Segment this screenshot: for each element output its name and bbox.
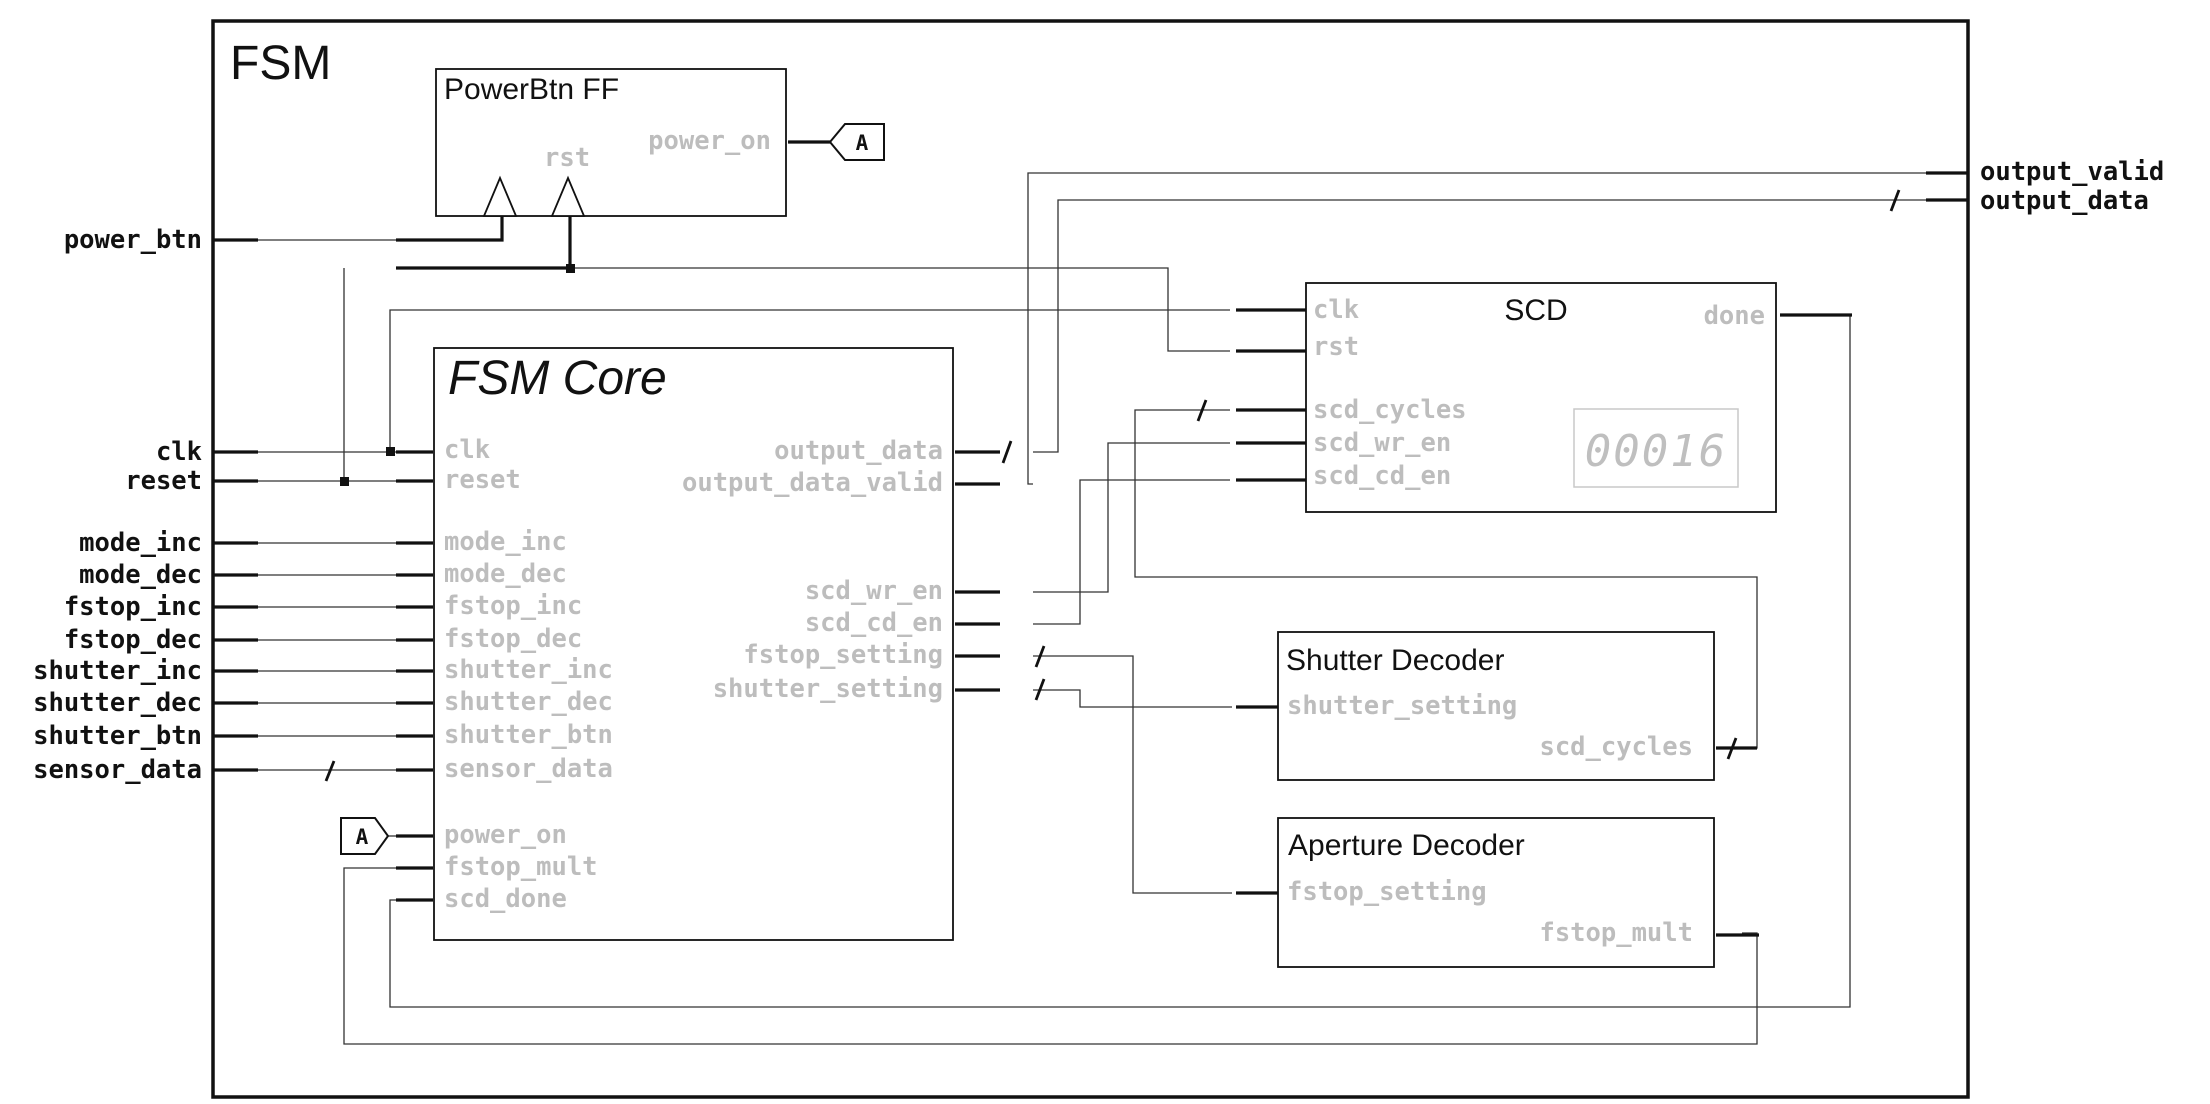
junctions [340,264,575,486]
shutter-decoder-out-scd-cycles: scd_cycles [1539,732,1693,762]
ext-in-mode-inc: mode_inc [79,528,202,558]
powerbtn-ff-title: PowerBtn FF [444,73,619,106]
bus-slash [1889,189,1901,212]
aperture-decoder-out-fstop-mult: fstop_mult [1539,918,1693,948]
bus-slash [324,760,336,782]
ext-in-fstop-inc: fstop_inc [64,592,202,622]
fsm-core-block: FSM Core clk reset mode_inc mode_dec fst… [433,347,954,941]
ext-in-mode-dec: mode_dec [79,560,202,590]
aperture-decoder-in-fstop-setting: fstop_setting [1287,877,1487,907]
offpage-connector-out-label: A [856,131,869,155]
fsm-core-in-shutter-dec: shutter_dec [444,687,613,717]
fsm-core-in-reset: reset [444,465,521,495]
fsm-core-out-scd-wr-en: scd_wr_en [805,576,943,606]
external-input-labels: power_btn clk reset mode_inc mode_dec fs… [33,225,202,785]
scd-port-rst: rst [1313,332,1359,362]
bus-slash [1726,737,1738,760]
ext-in-shutter-inc: shutter_inc [33,656,202,686]
fsm-core-in-fstop-mult: fstop_mult [444,852,598,882]
scd-display-value: 00016 [1585,426,1727,477]
fsm-core-in-fstop-dec: fstop_dec [444,624,582,654]
offpage-connector-out: A [828,123,885,161]
ext-in-shutter-dec: shutter_dec [33,688,202,718]
scd-title: SCD [1504,294,1567,327]
offpage-connector-in: A [340,817,390,855]
shutter-decoder-block: Shutter Decoder shutter_setting scd_cycl… [1277,631,1715,781]
scd-port-scd-cycles: scd_cycles [1313,395,1467,425]
fsm-core-out-fstop-setting: fstop_setting [743,640,943,670]
fsm-core-in-sensor-data: sensor_data [444,754,613,784]
aperture-decoder-block: Aperture Decoder fstop_setting fstop_mul… [1277,817,1715,968]
scd-port-scd-cd-en: scd_cd_en [1313,461,1451,491]
fsm-core-in-clk: clk [444,435,490,465]
fsm-core-in-mode-inc: mode_inc [444,527,567,557]
fsm-core-in-power-on: power_on [444,820,567,850]
fsm-core-out-output-data: output_data [774,436,943,466]
junction-dot [386,447,395,456]
ext-in-clk: clk [156,437,202,467]
powerbtn-ff-power-on-label: power_on [648,126,771,156]
fsm-core-in-fstop-inc: fstop_inc [444,591,582,621]
shutter-decoder-in-shutter-setting: shutter_setting [1287,691,1517,721]
offpage-connector-in-label: A [356,825,369,849]
ext-in-power-btn: power_btn [64,225,202,255]
fsm-core-out-scd-cd-en: scd_cd_en [805,608,943,638]
ext-out-output-data: output_data [1980,186,2149,216]
aperture-decoder-title: Aperture Decoder [1288,829,1525,862]
ext-in-fstop-dec: fstop_dec [64,625,202,655]
junction-dot [340,477,349,486]
bus-slash [1034,645,1046,668]
fsm-title: FSM [230,37,331,90]
bus-slash [1001,440,1013,464]
scd-port-clk: clk [1313,295,1359,325]
bus-slash [1196,399,1208,422]
ext-out-output-valid: output_valid [1980,157,2164,187]
fsm-core-title: FSM Core [448,352,667,405]
pin-stubs [213,140,1968,937]
shutter-decoder-title: Shutter Decoder [1286,644,1504,677]
fsm-core-in-mode-dec: mode_dec [444,559,567,589]
fsm-core-in-shutter-inc: shutter_inc [444,655,613,685]
external-output-labels: output_valid output_data [1980,157,2164,216]
fsm-core-in-shutter-btn: shutter_btn [444,720,613,750]
ext-in-reset: reset [125,466,202,496]
powerbtn-ff-rst-label: rst [544,143,590,173]
ext-in-shutter-btn: shutter_btn [33,721,202,751]
scd-port-scd-wr-en: scd_wr_en [1313,428,1451,458]
junction-dot [566,264,575,273]
scd-port-done: done [1704,301,1765,331]
powerbtn-clock-triangle [482,175,518,217]
bus-slash [1034,678,1046,701]
rst-clock-triangle [550,175,586,217]
scd-display-box [1573,408,1739,488]
fsm-core-in-scd-done: scd_done [444,884,567,914]
bus-markers [324,189,1901,782]
ext-in-sensor-data: sensor_data [33,755,202,785]
fsm-core-out-output-data-valid: output_data_valid [682,468,943,498]
scd-block: SCD clk rst done scd_cycles scd_wr_en sc… [1305,282,1777,513]
fsm-core-out-shutter-setting: shutter_setting [713,674,943,704]
powerbtn-ff-block: PowerBtn FF rst power_on [435,68,787,217]
fsm-frame [211,19,1970,1099]
